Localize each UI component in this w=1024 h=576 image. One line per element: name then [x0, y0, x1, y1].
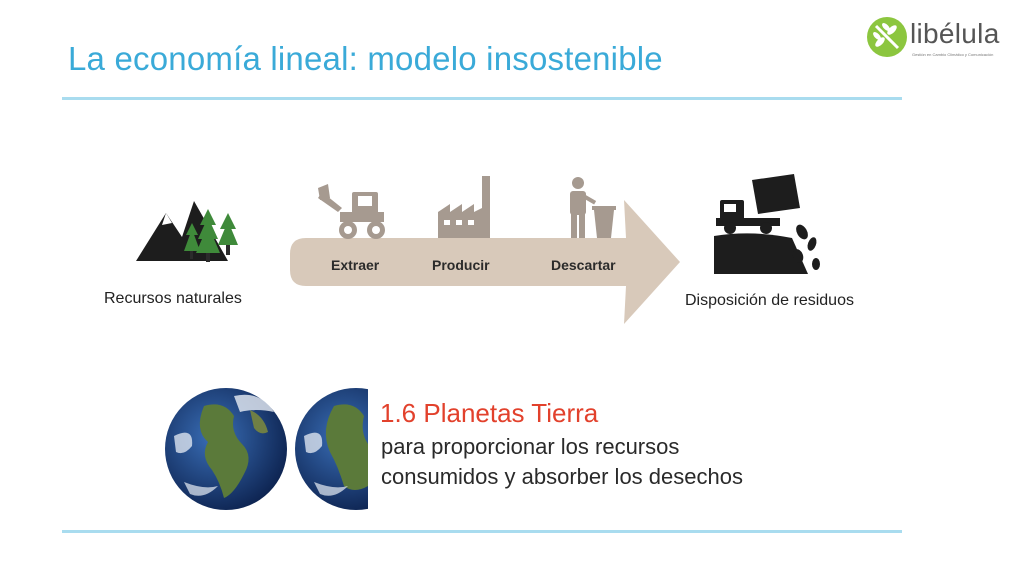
planets-text-line-1: para proporcionar los recursos — [381, 434, 680, 459]
excavator-icon — [318, 184, 385, 239]
slide-title: La economía lineal: modelo insostenible — [68, 40, 663, 77]
mountain-trees-icon — [136, 201, 238, 262]
step-produce: Producir — [432, 257, 490, 273]
factory-icon — [438, 176, 490, 238]
top-divider — [62, 97, 902, 100]
bottom-divider — [62, 530, 902, 533]
end-label: Disposición de residuos — [685, 292, 854, 309]
dragonfly-logo-icon — [867, 17, 907, 57]
step-extract: Extraer — [331, 257, 380, 273]
libelula-logo: libélula Gestión en Cambio Climático y C… — [866, 14, 1016, 64]
linear-flow-arrow — [290, 200, 680, 324]
dump-truck-icon — [714, 174, 820, 274]
person-trash-icon — [570, 177, 616, 238]
logo-wordmark: libélula — [910, 18, 1000, 49]
planets-text-line-2: consumidos y absorber los desechos — [381, 464, 743, 489]
step-discard: Descartar — [551, 257, 616, 273]
source-label: Recursos naturales — [104, 290, 242, 307]
logo-tagline: Gestión en Cambio Climático y Comunicaci… — [912, 52, 994, 57]
earth-globe-icon — [165, 388, 368, 510]
planets-headline: 1.6 Planetas Tierra — [380, 398, 599, 428]
